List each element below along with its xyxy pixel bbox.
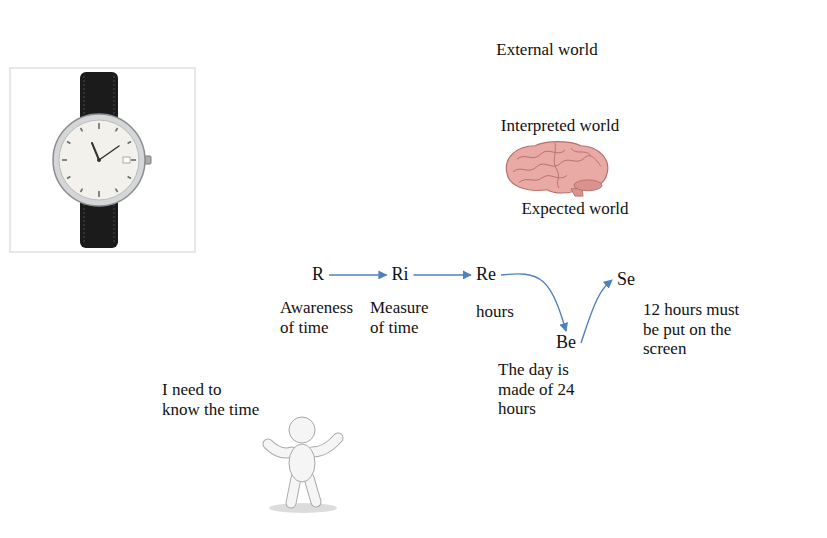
stage-note: The day is made of 24 hours	[498, 360, 584, 419]
hand-pin	[97, 158, 101, 162]
watch-crown	[145, 156, 151, 164]
speech-note: I need to know the time	[162, 380, 262, 419]
figure-leg	[309, 478, 316, 502]
brain-fold	[519, 175, 567, 182]
time-stage: RiMeasure of time	[388, 265, 411, 285]
brain-picture	[506, 142, 607, 196]
circle-outline	[262, 8, 827, 538]
flow-arrow	[581, 280, 612, 343]
figure-body	[289, 444, 315, 482]
world-title: Expected world	[521, 199, 628, 219]
stage-symbol: R	[312, 265, 324, 285]
brain-cortex	[506, 142, 607, 193]
circle-line	[361, 96, 819, 524]
hour-hand	[92, 143, 99, 160]
figure-arm	[312, 438, 338, 452]
stage-symbol: Be	[556, 333, 576, 353]
photo-frame	[10, 68, 195, 252]
stage-note: Measure of time	[370, 298, 436, 337]
stage-symbol: Se	[617, 270, 635, 290]
world-circle: RehoursBeThe day is made of 24 hoursSe12…	[262, 8, 827, 538]
circle-line	[263, 9, 827, 538]
flow-arrow	[329, 274, 386, 275]
watch-case	[53, 114, 145, 206]
time-stage: RAwareness of time	[309, 265, 327, 285]
time-stage: Rehours	[473, 265, 499, 285]
stage-symbol: Re	[476, 265, 496, 285]
figure-leg	[291, 478, 296, 503]
stage-note: Awareness of time	[280, 298, 360, 337]
figure-limbs-outline	[268, 438, 338, 503]
brain-fold	[517, 150, 565, 159]
figure-leg	[309, 478, 316, 502]
watch-dial	[59, 120, 139, 200]
hour-mark	[98, 191, 100, 197]
hour-mark	[81, 128, 83, 131]
stage-note: 12 hours must be put on the screen	[643, 300, 753, 359]
hour-mark	[67, 177, 70, 179]
figure-head	[289, 417, 315, 443]
hour-mark	[128, 142, 131, 144]
figure-leg	[291, 478, 296, 503]
brain-fold	[571, 148, 591, 155]
circle-outline	[360, 95, 820, 525]
hour-mark	[131, 159, 136, 161]
figure-arm	[268, 444, 292, 453]
world-title: Interpreted world	[501, 116, 619, 136]
hour-mark	[81, 189, 83, 192]
brain-fold	[554, 143, 559, 188]
hour-mark	[116, 128, 118, 131]
stage-note: hours	[476, 302, 536, 322]
hour-mark	[62, 159, 67, 161]
figure-shadow	[269, 503, 337, 513]
figure-arm	[312, 438, 338, 452]
hour-mark	[128, 177, 131, 179]
watch-photo	[10, 68, 195, 252]
figure-arm	[268, 444, 292, 453]
flow-arrow	[414, 274, 472, 275]
brain-folds	[513, 143, 601, 188]
time-stage: BeThe day is made of 24 hours	[553, 333, 579, 353]
hour-mark	[98, 123, 100, 129]
circle-line	[441, 171, 783, 489]
figure-limbs	[268, 438, 338, 503]
world-title: External world	[496, 40, 598, 60]
hour-mark	[67, 142, 70, 144]
time-stage: Se12 hours must be put on the screen	[614, 270, 638, 290]
world-circle: RehoursBeThe day is made of 24 hoursSe12…	[440, 170, 784, 490]
date-window	[123, 157, 130, 163]
hour-marks	[62, 123, 136, 197]
person-figure	[268, 417, 338, 513]
world-circle: RehoursBeThe day is made of 24 hoursSe12…	[360, 95, 820, 525]
hour-mark	[116, 189, 118, 192]
stage-symbol: Ri	[391, 265, 408, 285]
cerebellum	[574, 180, 602, 191]
minute-hand	[99, 146, 119, 160]
